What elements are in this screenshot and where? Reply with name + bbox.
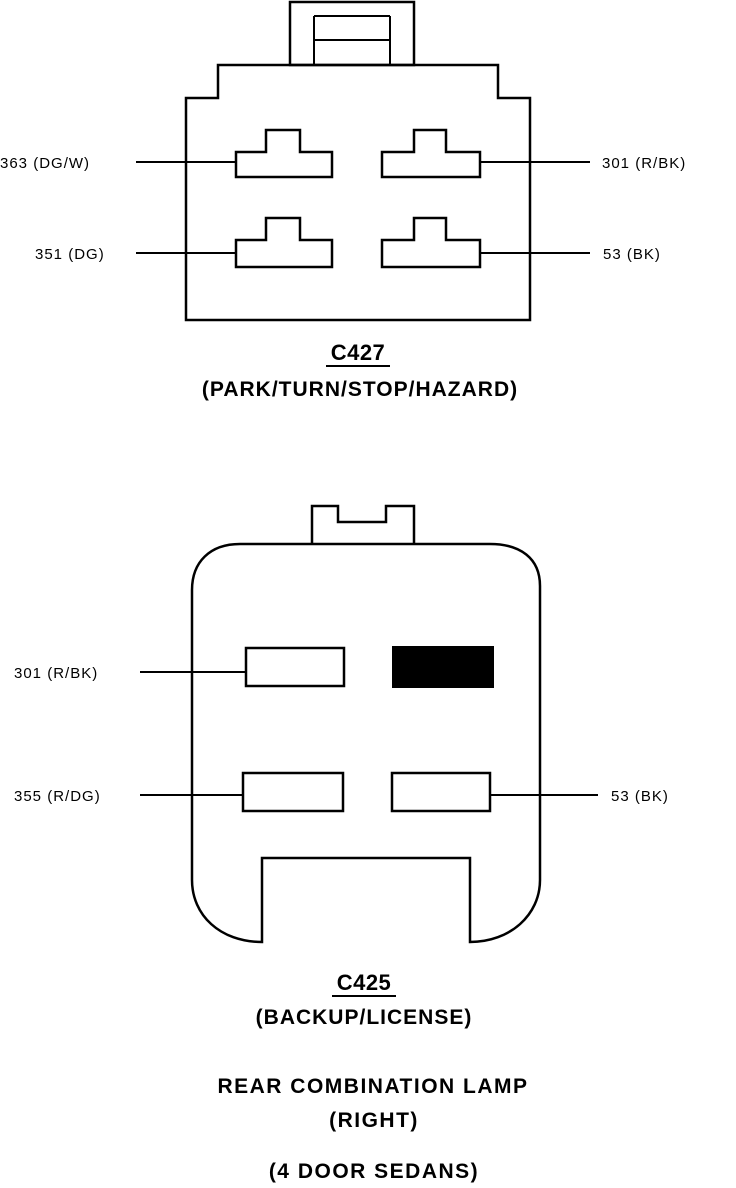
c425-connector-id: C425 [337, 970, 392, 995]
c427-terminal-lower-left [234, 216, 334, 269]
connector-c425: 301 (R/BK) 355 (R/DG) 53 (BK) C425 (BACK… [14, 504, 669, 1029]
c427-connector-description: (PARK/TURN/STOP/HAZARD) [202, 378, 518, 401]
c427-connector-id: C427 [331, 340, 386, 365]
c427-pin-label: 351 (DG) [35, 246, 105, 263]
c427-pin-label: 363 (DG/W) [0, 155, 90, 172]
c425-latch-tab [310, 504, 416, 544]
caption-line: (RIGHT) [329, 1109, 419, 1132]
c425-pin-label: 355 (R/DG) [14, 788, 101, 805]
c427-terminal-upper-left [234, 128, 334, 179]
c427-pin-label: 53 (BK) [603, 246, 661, 263]
c425-housing [190, 542, 542, 944]
c425-terminal-upper-right-filled [392, 646, 494, 688]
c425-pin-label: 301 (R/BK) [14, 665, 98, 682]
c427-terminal-upper-right [380, 128, 482, 179]
caption-line: REAR COMBINATION LAMP [217, 1075, 528, 1098]
c425-terminal-lower-left [241, 771, 345, 813]
c427-latch-tab [288, 0, 416, 67]
c427-terminal-lower-right [380, 216, 482, 269]
connector-c427: 363 (DG/W) 301 (R/BK) 351 (DG) 53 (BK) C… [0, 0, 686, 401]
c425-terminal-upper-left [244, 646, 346, 688]
c425-connector-description: (BACKUP/LICENSE) [256, 1006, 473, 1029]
caption-line: (4 DOOR SEDANS) [269, 1160, 479, 1183]
c427-housing [184, 63, 532, 322]
c425-pin-label: 53 (BK) [611, 788, 669, 805]
diagram-caption: REAR COMBINATION LAMP (RIGHT) (4 DOOR SE… [217, 1075, 528, 1183]
c427-pin-label: 301 (R/BK) [602, 155, 686, 172]
c425-terminal-lower-right [390, 771, 492, 813]
